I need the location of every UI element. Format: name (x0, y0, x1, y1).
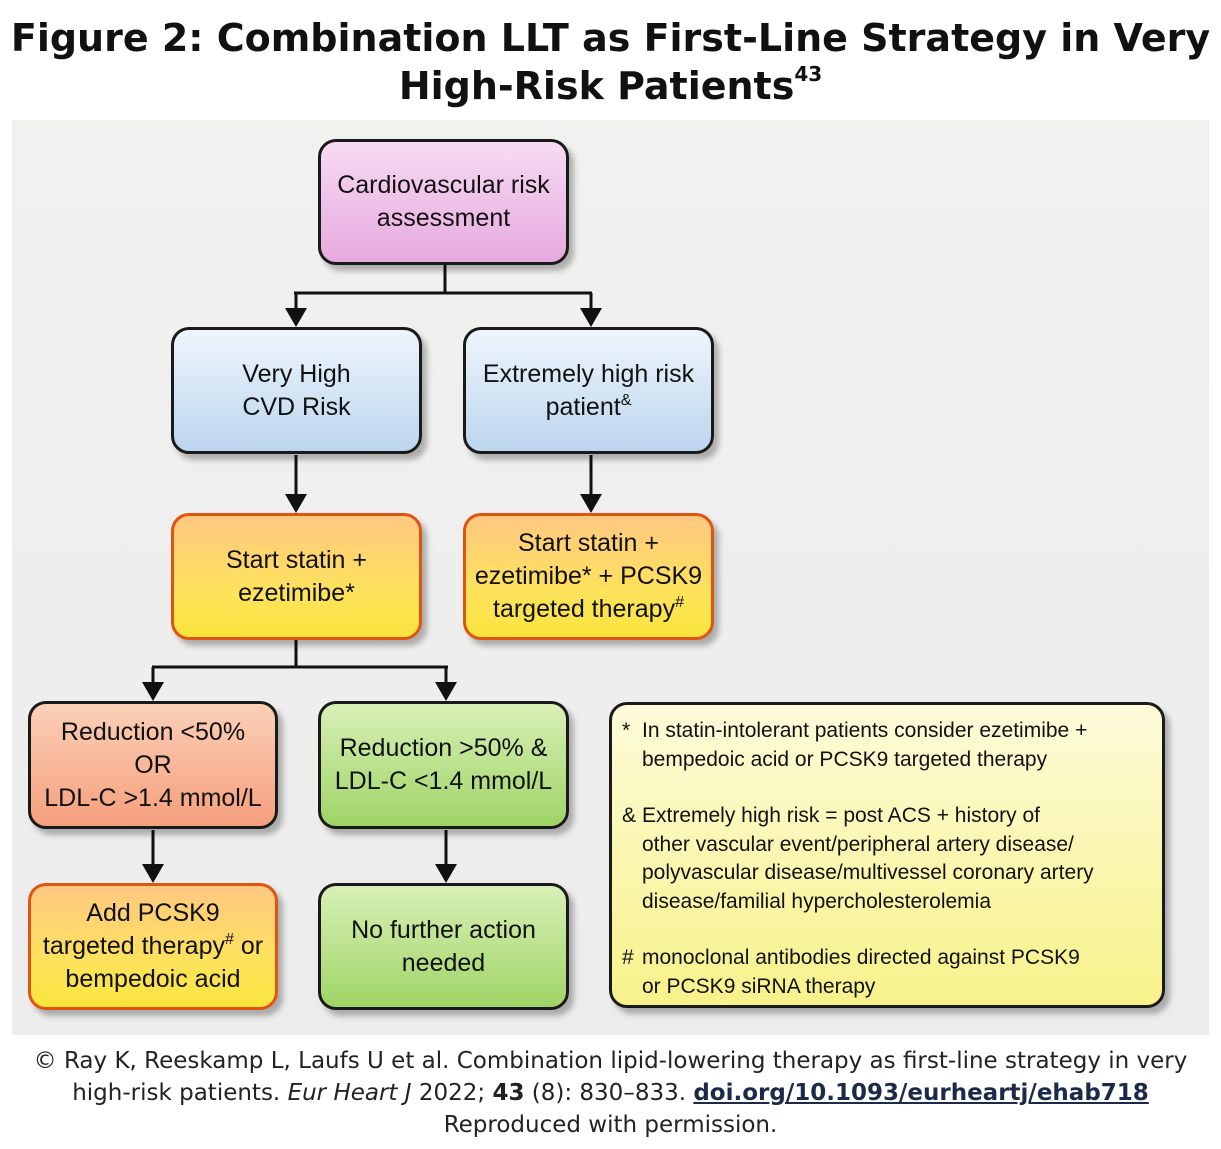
node-text: targeted therapy (493, 595, 676, 623)
arrowhead-extremely-high (580, 308, 602, 327)
node-text: needed (401, 948, 486, 977)
caption-year: 2022; (411, 1080, 493, 1106)
footnote-line: or PCSK9 siRNA therapy (642, 974, 876, 998)
doi-link[interactable]: doi.org/10.1093/eurheartj/ehab718 (693, 1080, 1149, 1106)
node-text: Very High (242, 359, 351, 388)
node-text: ezetimibe* (238, 578, 355, 607)
node-cardiovascular-risk-assessment: Cardiovascular risk assessment (318, 139, 569, 265)
node-text: OR (134, 750, 172, 779)
arrowhead-reduction-high (435, 682, 457, 701)
arrowhead-add-pcsk9 (142, 864, 164, 883)
node-text: Add PCSK9 (86, 899, 220, 927)
node-text: Extremely high risk (482, 359, 695, 388)
node-text: LDL-C <1.4 mmol/L (334, 767, 553, 795)
node-text: or (233, 932, 264, 960)
node-text: No further action (351, 915, 536, 944)
node-text: Start statin + (225, 545, 368, 574)
footnotes-box: * In statin-intolerant patients consider… (609, 702, 1165, 1008)
title-reference: 43 (794, 62, 823, 86)
arrowhead-no-action (435, 864, 457, 883)
footnote-ampersand: & Extremely high risk = post ACS + histo… (622, 802, 1152, 916)
footnote-line: Extremely high risk = post ACS + history… (642, 804, 1040, 827)
node-text: CVD Risk (242, 392, 351, 421)
footnote-mark-hash: # (675, 594, 684, 611)
node-reduction-over-50: Reduction >50% & LDL-C <1.4 mmol/L (318, 701, 569, 829)
node-text: bempedoic acid (65, 965, 241, 993)
footnote-line: bempedoic acid or PCSK9 targeted therapy (642, 747, 1048, 771)
node-text: LDL-C >1.4 mmol/L (44, 783, 262, 812)
node-text: patient (545, 392, 621, 421)
node-reduction-under-50: Reduction <50% OR LDL-C >1.4 mmol/L (28, 701, 278, 829)
node-text: targeted therapy (42, 932, 225, 960)
footnote-line: disease/familial hypercholesterolemia (642, 889, 992, 913)
caption-line-1: © Ray K, Reeskamp L, Laufs U et al. Comb… (33, 1048, 1188, 1074)
figure-caption: © Ray K, Reeskamp L, Laufs U et al. Comb… (0, 1045, 1221, 1141)
caption-volume: 43 (492, 1080, 525, 1106)
node-start-statin-ezetimibe-pcsk9: Start statin + ezetimibe* + PCSK9 targeted… (463, 513, 714, 640)
node-text: Reduction <50% (60, 717, 246, 746)
footnote-asterisk: * In statin-intolerant patients consider… (622, 717, 1152, 774)
node-text: assessment (376, 204, 511, 232)
node-text: Cardiovascular risk (337, 171, 550, 199)
footnote-line: polyvascular disease/multivessel coronar… (642, 861, 1094, 884)
title-line-1: Figure 2: Combination LLT as First-Line … (10, 16, 1211, 60)
node-add-pcsk9: Add PCSK9 targeted therapy# or bempedoic a… (28, 883, 278, 1010)
node-text: Reduction >50% & (339, 734, 548, 762)
arrowhead-statin-ezetimibe (285, 494, 307, 513)
node-text: Start statin + (517, 529, 660, 557)
node-extremely-high-risk-patient: Extremely high risk patient& (463, 327, 714, 454)
footnote-mark-ampersand: & (620, 391, 632, 409)
caption-text: high-risk patients. (72, 1080, 288, 1106)
arrowhead-reduction-low (142, 682, 164, 701)
title-line-2-text: High-Risk Patients (398, 64, 795, 108)
arrowhead-very-high (285, 308, 307, 327)
node-text: ezetimibe* + PCSK9 (474, 562, 703, 590)
footnote-line: monoclonal antibodies directed against P… (642, 946, 1080, 969)
node-no-further-action: No further action needed (318, 883, 569, 1010)
footnote-symbol: & (622, 804, 637, 827)
node-start-statin-ezetimibe: Start statin + ezetimibe* (171, 513, 422, 640)
caption-pages: (8): 830–833. (524, 1080, 694, 1106)
caption-line-2: high-risk patients. Eur Heart J 2022; 43… (0, 1077, 1221, 1109)
caption-line-3: Reproduced with permission. (443, 1112, 778, 1138)
footnote-line: other vascular event/peripheral artery d… (642, 832, 1074, 856)
footnote-symbol: # (622, 946, 634, 969)
footnote-hash: # monoclonal antibodies directed against… (622, 944, 1152, 1001)
footnote-mark-hash: # (224, 931, 234, 948)
arrowhead-statin-pcsk9 (580, 494, 602, 513)
footnote-line: In statin-intolerant patients consider e… (642, 719, 1088, 742)
caption-journal: Eur Heart J (287, 1080, 412, 1106)
title-line-2: High-Risk Patients43 (0, 62, 1221, 110)
footnote-symbol: * (622, 719, 631, 742)
figure-title: Figure 2: Combination LLT as First-Line … (0, 14, 1221, 110)
